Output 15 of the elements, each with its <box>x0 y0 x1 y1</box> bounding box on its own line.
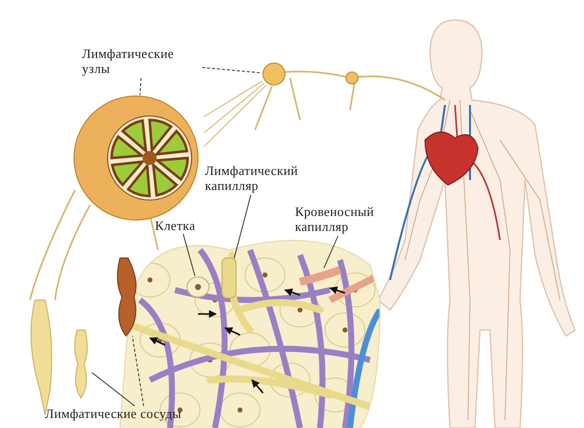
leader-line <box>140 78 142 96</box>
label-text: Лимфатический капилляр <box>205 163 300 193</box>
leader-line <box>324 236 338 268</box>
lymph-vessel <box>204 84 266 148</box>
lymph-vessel <box>204 82 264 134</box>
leader-line <box>132 336 144 406</box>
leader-line <box>182 234 196 276</box>
leader-line <box>92 372 136 406</box>
label-text: Кровеносный капилляр <box>295 204 376 234</box>
label-text: Клетка <box>155 218 196 233</box>
label-text: Лимфатические узлы <box>82 46 175 76</box>
label-text: Лимфатические сосуды <box>45 406 182 421</box>
lymph-vessel <box>204 80 262 118</box>
leader-line <box>234 194 252 258</box>
leader-line <box>202 67 262 74</box>
